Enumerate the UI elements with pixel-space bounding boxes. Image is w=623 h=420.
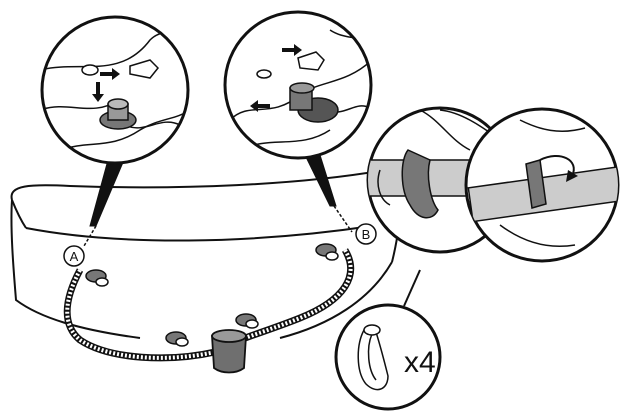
callout-a: A — [64, 246, 84, 266]
clamp-quantity-label: x4 — [404, 346, 436, 379]
callout-b: B — [356, 224, 376, 244]
parts-connector — [404, 270, 420, 306]
pool-ring-inner — [26, 226, 372, 241]
pool-left-wall — [11, 200, 140, 338]
clamps-installed — [86, 244, 338, 346]
callout-b-label: B — [362, 227, 371, 242]
hoses — [67, 250, 350, 358]
detail-b — [225, 12, 372, 158]
detail-parts: x4 — [336, 305, 440, 409]
callout-a-pointer — [90, 160, 124, 226]
callout-lines — [84, 155, 352, 246]
pool-rim-lower — [12, 200, 26, 228]
detail-clamp-closed — [466, 109, 623, 261]
detail-a — [40, 17, 190, 163]
hose-inlet — [67, 270, 215, 358]
filter-pump — [212, 330, 246, 373]
callout-a-label: A — [70, 249, 79, 264]
